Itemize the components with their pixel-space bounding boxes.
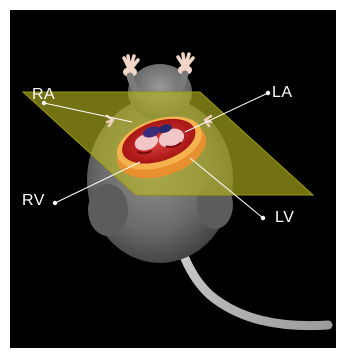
label-rv: RV [22,192,45,210]
label-lv: LV [275,209,294,227]
label-la: LA [272,84,293,102]
lv-leader-dot [261,216,265,220]
diagram-canvas: RA LA RV LV [10,10,336,348]
label-ra: RA [32,86,55,104]
hind-leg-left [88,184,128,236]
mouse-heart-illustration [10,10,336,348]
rv-leader-dot [53,201,57,205]
la-leader-dot [266,91,270,95]
